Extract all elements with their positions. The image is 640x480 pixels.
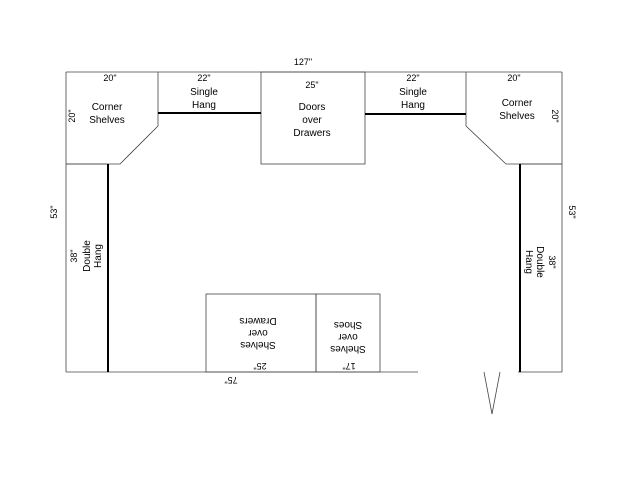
- dim-bottom-wall: 75": [224, 375, 237, 385]
- double-right-label-2: Hang: [523, 250, 534, 274]
- single-left-width: 22": [197, 73, 210, 83]
- double-left-length: 38": [69, 249, 79, 262]
- double-right-label-1: Double: [534, 246, 545, 278]
- door-leaf-left: [483, 371, 493, 415]
- single-left-label-2: Hang: [192, 100, 216, 111]
- corner-right-width: 20": [507, 73, 520, 83]
- doors-drawers-width: 25": [305, 80, 318, 90]
- shelves-drawers-label-2: over: [248, 327, 268, 338]
- double-left-label-1: Double: [82, 240, 93, 272]
- shelves-shoes-label-2: over: [338, 331, 358, 342]
- single-right-label-2: Hang: [401, 100, 425, 111]
- corner-right-label-1: Corner: [502, 98, 533, 109]
- corner-left-width: 20": [103, 73, 116, 83]
- corner-left-label-1: Corner: [92, 102, 123, 113]
- shelves-shoes-width: 17": [342, 361, 355, 371]
- doors-drawers-label-2: over: [302, 115, 322, 126]
- shelves-shoes-label-1: Shelves: [330, 343, 366, 354]
- corner-left-depth: 20": [67, 109, 77, 122]
- single-right-width: 22": [406, 73, 419, 83]
- double-left-label-2: Hang: [93, 244, 104, 268]
- shelves-drawers-width: 25": [253, 361, 266, 371]
- shelves-drawers-label-3: Drawers: [239, 315, 276, 326]
- shelves-shoes-label-3: Shoes: [334, 319, 362, 330]
- doors-drawers-label-1: Doors: [299, 102, 326, 113]
- single-left-label-1: Single: [190, 87, 218, 98]
- corner-right-label-2: Shelves: [499, 111, 535, 122]
- door-leaf-right: [491, 371, 501, 415]
- double-right-length: 38": [547, 255, 557, 268]
- dim-top-width: 127": [294, 57, 312, 67]
- shelves-shoes-box: [315, 293, 381, 373]
- dim-right-depth: 53": [567, 205, 577, 218]
- shelves-drawers-label-1: Shelves: [240, 339, 276, 350]
- corner-right-depth: 20": [550, 109, 560, 122]
- dim-left-depth: 53": [49, 205, 59, 218]
- doors-drawers-box: [260, 71, 366, 165]
- single-right-label-1: Single: [399, 87, 427, 98]
- corner-left-label-2: Shelves: [89, 115, 125, 126]
- doors-drawers-label-3: Drawers: [293, 128, 330, 139]
